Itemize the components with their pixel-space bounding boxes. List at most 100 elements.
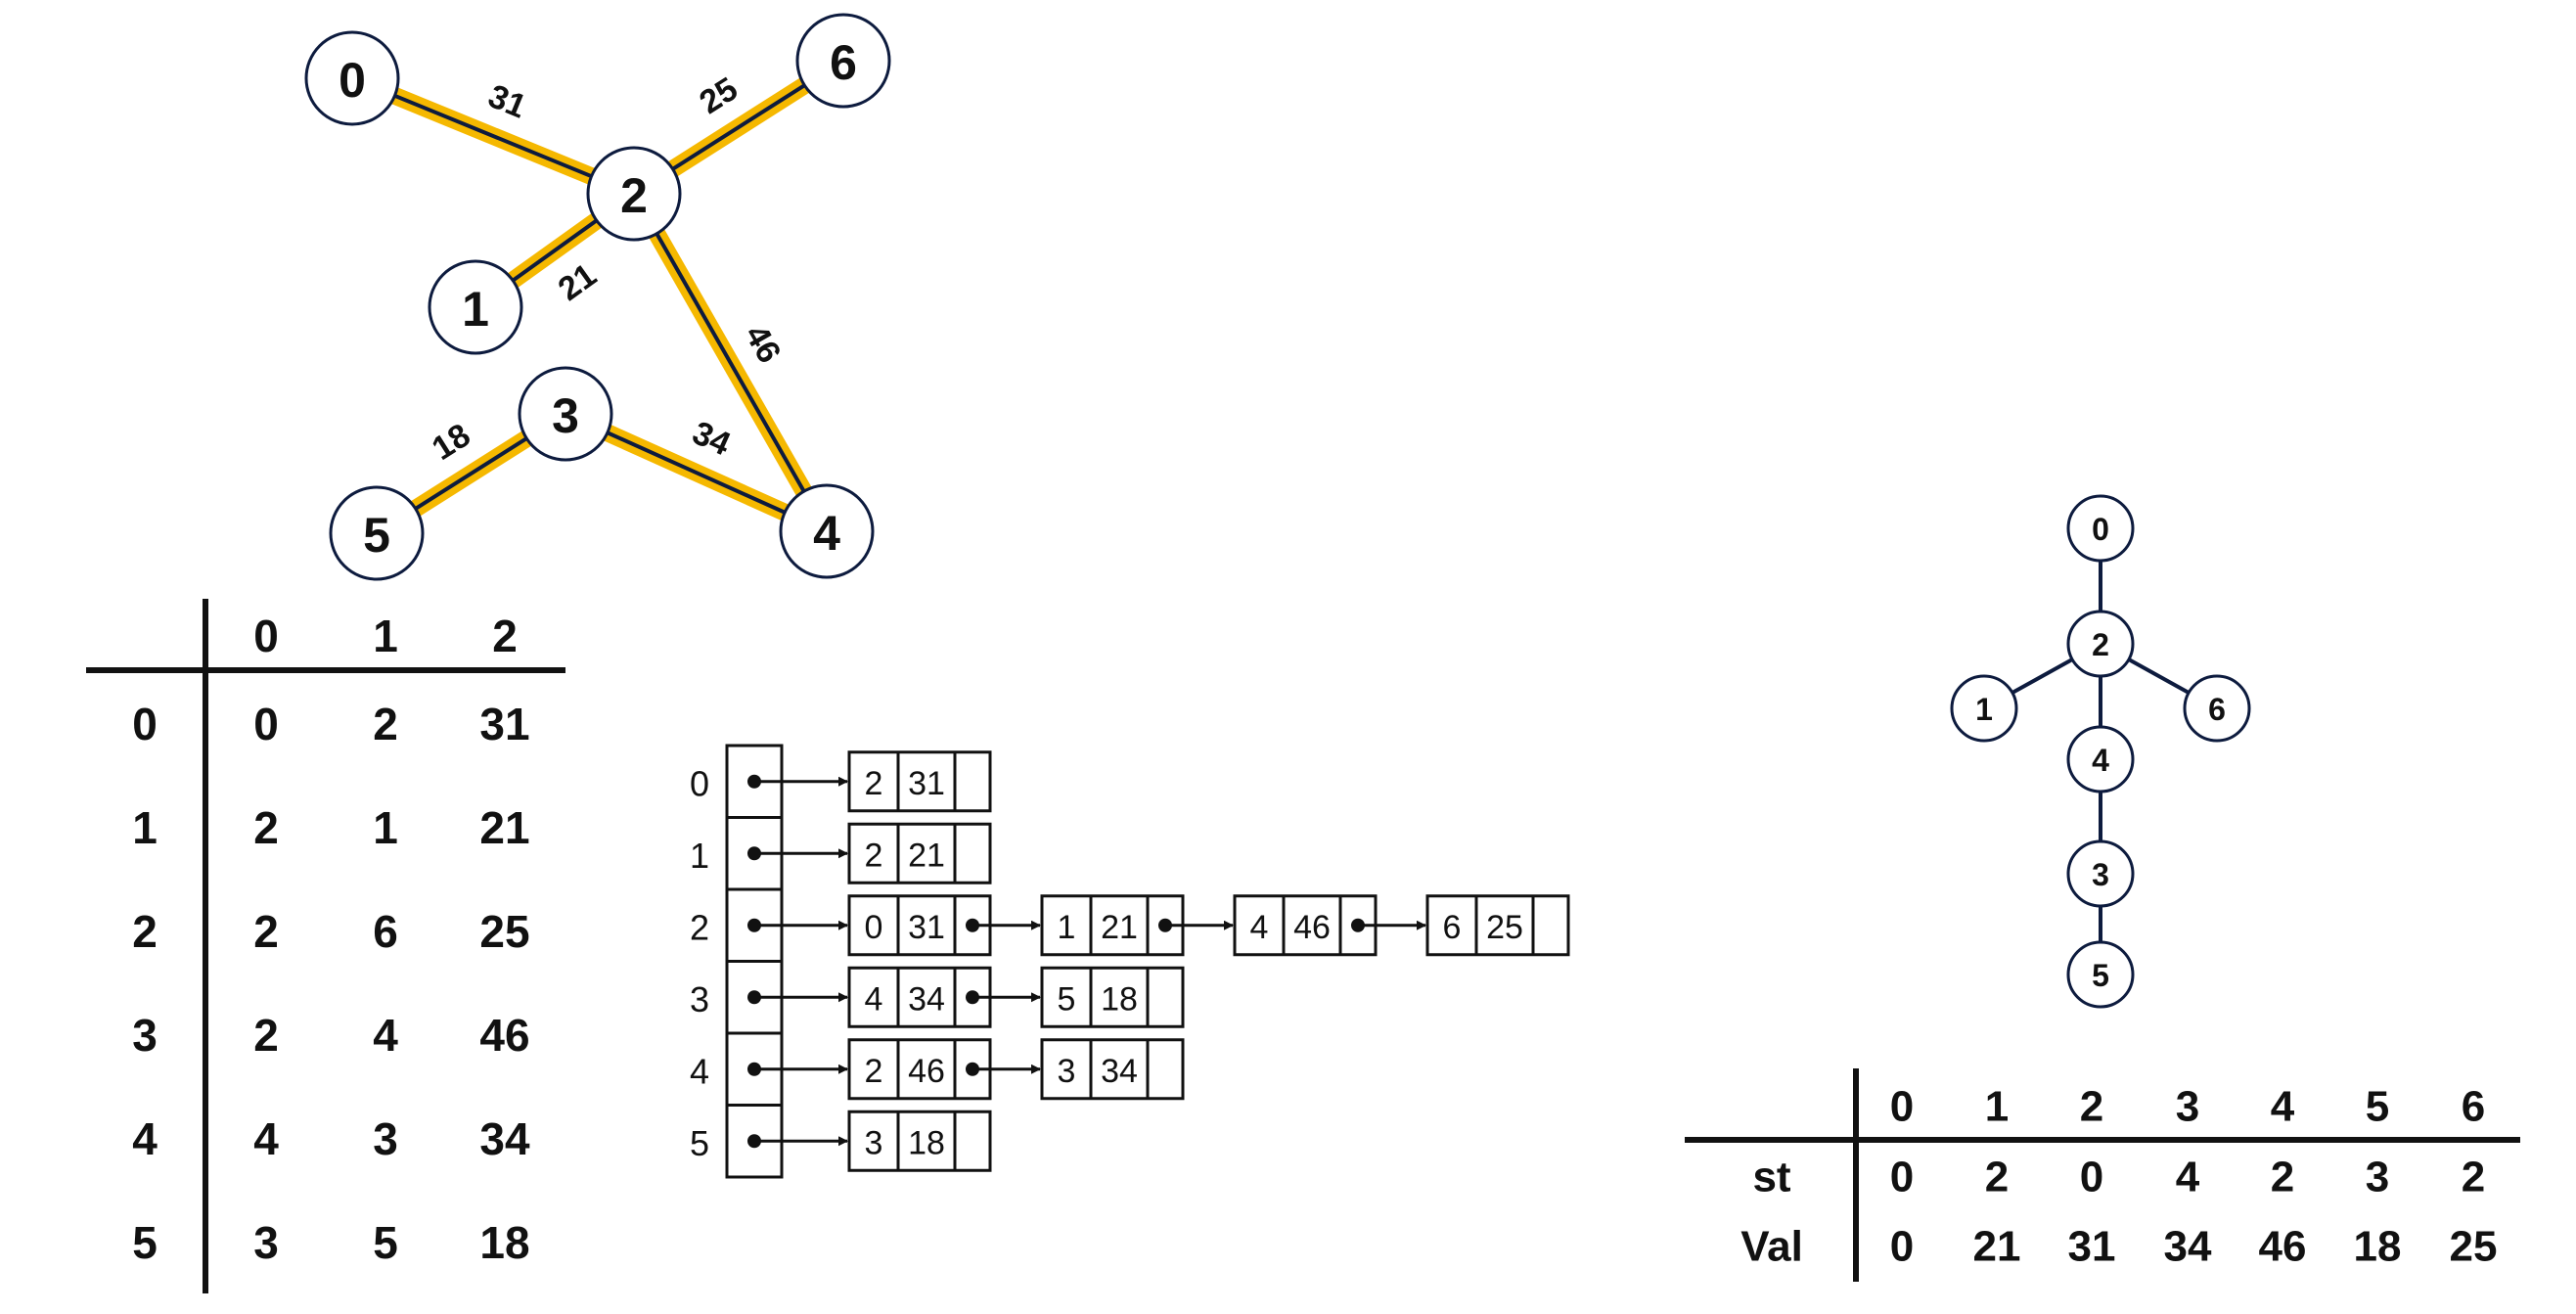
table-cell: 18	[479, 1217, 529, 1268]
tree-node-circle	[2066, 839, 2135, 908]
list-node-vertex: 5	[1058, 980, 1076, 1018]
graph-node-circle	[795, 13, 891, 109]
list-node-box	[1425, 894, 1570, 957]
list-node-box	[847, 966, 992, 1028]
spanning-tree: 0 2 1 6 4 3 5	[1950, 494, 2251, 1009]
head-array-index: 3	[690, 979, 709, 1019]
tree-node: 3	[2066, 839, 2135, 908]
list-node-box	[847, 1110, 992, 1172]
pointer-dot	[747, 1062, 761, 1076]
tree-node: 2	[2066, 610, 2135, 678]
edge-line	[603, 429, 790, 517]
edge-weight-label: 18	[426, 417, 476, 468]
table-column-header: 0	[1890, 1083, 1914, 1131]
table-cell: 31	[479, 699, 529, 749]
list-node-vertex: 2	[865, 765, 883, 802]
head-array-index: 1	[690, 836, 709, 876]
tree-node-circle	[2066, 610, 2135, 678]
edge-line	[390, 92, 596, 180]
head-array-index: 4	[690, 1051, 709, 1091]
tree-node: 5	[2066, 940, 2135, 1009]
table-column-header: 3	[2176, 1083, 2199, 1131]
table-row-label: 2	[132, 906, 158, 957]
table-cell: 2	[253, 1010, 279, 1061]
table-column-header: 6	[2462, 1083, 2485, 1131]
table-column-header: 2	[2080, 1083, 2103, 1131]
table-cell: 3	[253, 1217, 279, 1268]
graph-node: 3	[518, 366, 613, 462]
list-node-weight: 18	[908, 1124, 945, 1161]
table-cell: 4	[2176, 1154, 2200, 1201]
graph-node: 5	[329, 485, 425, 581]
graph-node-label: 5	[363, 508, 390, 563]
pointer-dot	[1158, 918, 1172, 932]
pointer-dot	[747, 918, 761, 932]
graph-node-label: 1	[462, 282, 489, 337]
table-cell: 2	[1985, 1154, 2009, 1201]
graph-node-circle	[304, 30, 400, 126]
list-node-box	[847, 750, 992, 813]
table-cell: 5	[373, 1217, 398, 1268]
table-cell: 34	[479, 1113, 530, 1164]
list-node-weight: 31	[908, 909, 945, 946]
edge-line	[668, 81, 809, 173]
table-row-label: Val	[1740, 1223, 1803, 1271]
pointer-dot	[747, 774, 761, 789]
table-column-header: 2	[492, 611, 518, 661]
pointer-dot	[747, 1134, 761, 1149]
graph-node: 6	[795, 13, 891, 109]
graph-node: 2	[586, 146, 682, 242]
graph-node: 4	[779, 483, 875, 579]
list-node-weight: 18	[1101, 980, 1138, 1018]
list-node-weight: 46	[908, 1053, 945, 1090]
graph-node-circle	[518, 366, 613, 462]
list-node-vertex: 3	[1058, 1053, 1076, 1090]
tree-node-label: 6	[2208, 692, 2226, 727]
pointer-dot	[747, 846, 761, 861]
tree-node-label: 1	[1975, 692, 1993, 727]
tree-node-circle	[1950, 674, 2018, 743]
tree-edge	[2127, 657, 2191, 695]
list-node-vertex: 2	[865, 1053, 883, 1090]
tree-node: 1	[1950, 674, 2018, 743]
table-column-header: 4	[2271, 1083, 2295, 1131]
table-cell: 31	[2068, 1223, 2116, 1271]
tree-node-label: 4	[2092, 743, 2109, 778]
table-cell: 3	[2366, 1154, 2389, 1201]
list-node-vertex: 3	[865, 1124, 883, 1161]
table-cell: 0	[2080, 1154, 2103, 1201]
table-cell: 1	[373, 802, 398, 853]
graph-node: 1	[428, 259, 523, 355]
table-cell: 2	[373, 699, 398, 749]
list-node-weight: 21	[1101, 909, 1138, 946]
table-row-label: 3	[132, 1010, 158, 1061]
tree-node-label: 5	[2092, 958, 2109, 993]
list-node-weight: 25	[1486, 909, 1523, 946]
list-node-weight: 21	[908, 837, 945, 874]
table-cell: 21	[479, 802, 529, 853]
list-node-weight: 34	[1101, 1053, 1138, 1090]
table-cell: 25	[2450, 1223, 2498, 1271]
edge-line	[653, 229, 808, 496]
head-array-index: 5	[690, 1123, 709, 1163]
table-cell: 34	[2164, 1223, 2212, 1271]
table-cell: 2	[253, 802, 279, 853]
table-column-header: 1	[373, 611, 398, 661]
edge-weight-label: 46	[738, 319, 789, 370]
head-array-index: 0	[690, 763, 709, 803]
table-cell: 0	[1890, 1154, 1914, 1201]
tree-node-circle	[2066, 494, 2135, 563]
table-cell: 4	[253, 1113, 279, 1164]
head-array-index: 2	[690, 907, 709, 947]
tree-node-circle	[2066, 940, 2135, 1009]
edge-weight-label: 34	[687, 414, 736, 463]
tree-node: 0	[2066, 494, 2135, 563]
list-node-weight: 34	[908, 980, 945, 1018]
graph-node-label: 0	[339, 53, 366, 108]
list-node-box	[847, 822, 992, 884]
table-cell: 3	[373, 1113, 398, 1164]
